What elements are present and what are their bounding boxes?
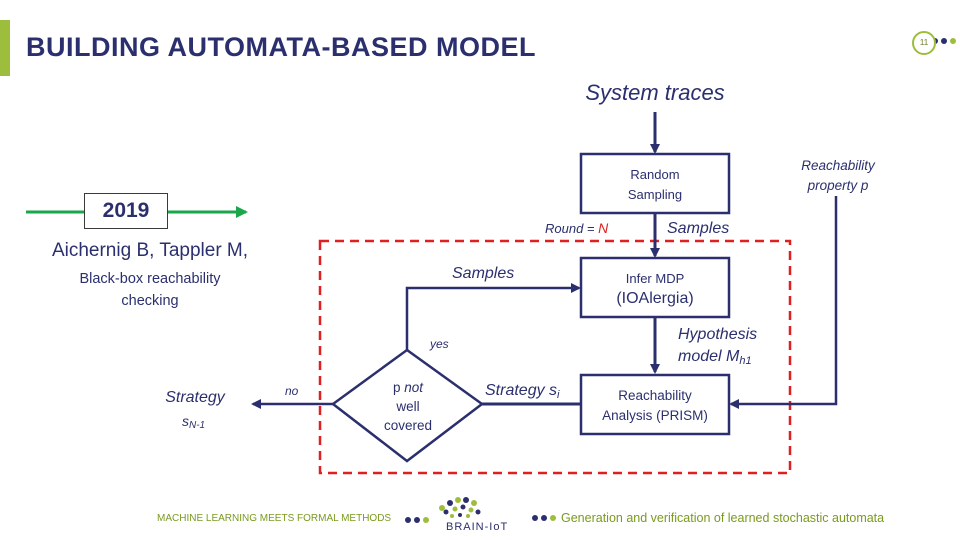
analysis-label-2: Analysis (PRISM) — [602, 408, 708, 423]
samples-top-label: Samples — [667, 220, 729, 237]
brain-iot-logo-icon — [439, 497, 481, 518]
no-label: no — [285, 384, 299, 398]
decision-label-2: well — [395, 399, 419, 414]
paper-title: Black-box reachability checking — [50, 268, 250, 312]
hypothesis-label-2: model Mh1 — [678, 348, 752, 367]
slide-title: BUILDING AUTOMATA-BASED MODEL — [26, 32, 536, 62]
decision-label-1: p not — [393, 380, 424, 395]
reachability-property-label-2: property p — [807, 178, 869, 193]
random-sampling-box — [579, 152, 731, 215]
title-accent-bar — [0, 20, 10, 76]
footer-right-text: Generation and verification of learned s… — [561, 511, 885, 525]
strategy-out-label: Strategy — [165, 389, 226, 406]
decision-label-3: covered — [384, 418, 432, 433]
yes-label: yes — [429, 337, 449, 351]
infer-mdp-label-2: (IOAlergia) — [616, 290, 693, 307]
reachability-analysis-box — [579, 373, 731, 436]
samples-loop-label: Samples — [452, 265, 514, 282]
footer-right-dots — [532, 515, 556, 521]
strategy-si-label: Strategy si — [485, 382, 560, 401]
infer-mdp-label-1: Infer MDP — [626, 271, 685, 286]
arrow-yes-loop — [405, 283, 581, 350]
hypothesis-label-1: Hypothesis — [678, 326, 757, 343]
decision-diamond — [330, 348, 485, 463]
round-label: Round = N — [545, 220, 609, 236]
arrow-property-to-analysis — [729, 196, 838, 409]
dashed-region — [318, 239, 792, 475]
strategy-out-sub-label: sN-1 — [182, 413, 205, 431]
paper-title-line-1: Black-box reachability — [79, 271, 221, 287]
paper-title-line-2: checking — [121, 293, 179, 309]
analysis-label-1: Reachability — [618, 388, 692, 403]
timeline-year: 2019 — [84, 193, 168, 229]
paper-authors: Aichernig B, Tappler M, — [51, 240, 249, 261]
random-sampling-label-1: Random — [630, 167, 679, 182]
page-number: 11 — [912, 31, 936, 55]
random-sampling-label-2: Sampling — [628, 187, 682, 202]
brand-name: BRAIN-IoT — [446, 521, 509, 533]
system-traces-label: System traces — [585, 80, 724, 105]
footer-left-dots — [405, 517, 429, 523]
reachability-property-label-1: Reachability — [801, 158, 876, 173]
infer-mdp-box — [579, 256, 731, 319]
footer-left-text: MACHINE LEARNING MEETS FORMAL METHODS — [157, 513, 392, 524]
